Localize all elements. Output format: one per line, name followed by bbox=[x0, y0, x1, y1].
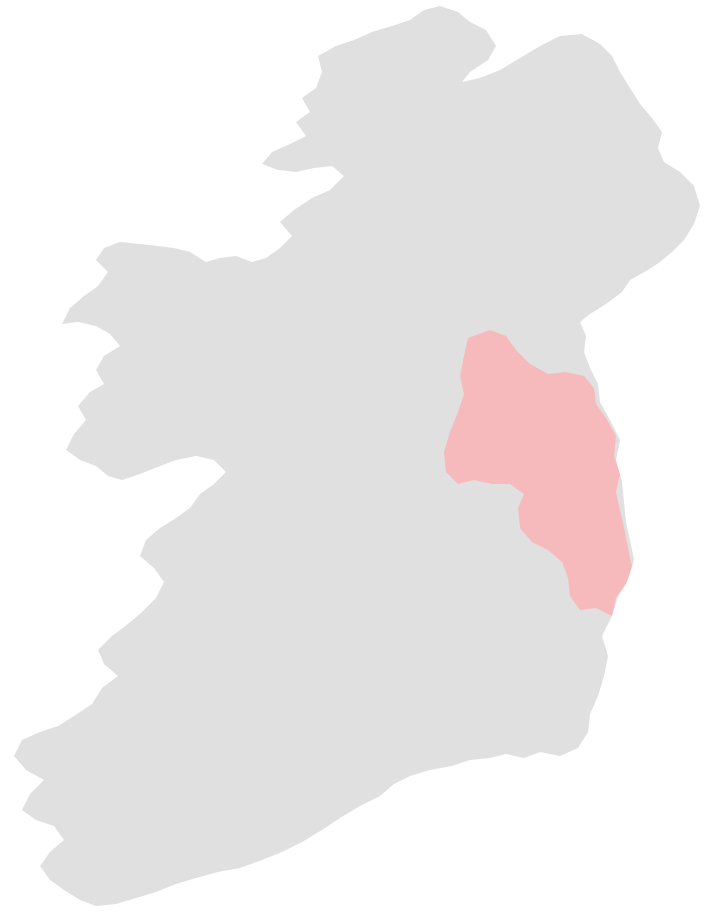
island-landmass bbox=[14, 6, 700, 906]
highlighted-region bbox=[444, 330, 632, 616]
